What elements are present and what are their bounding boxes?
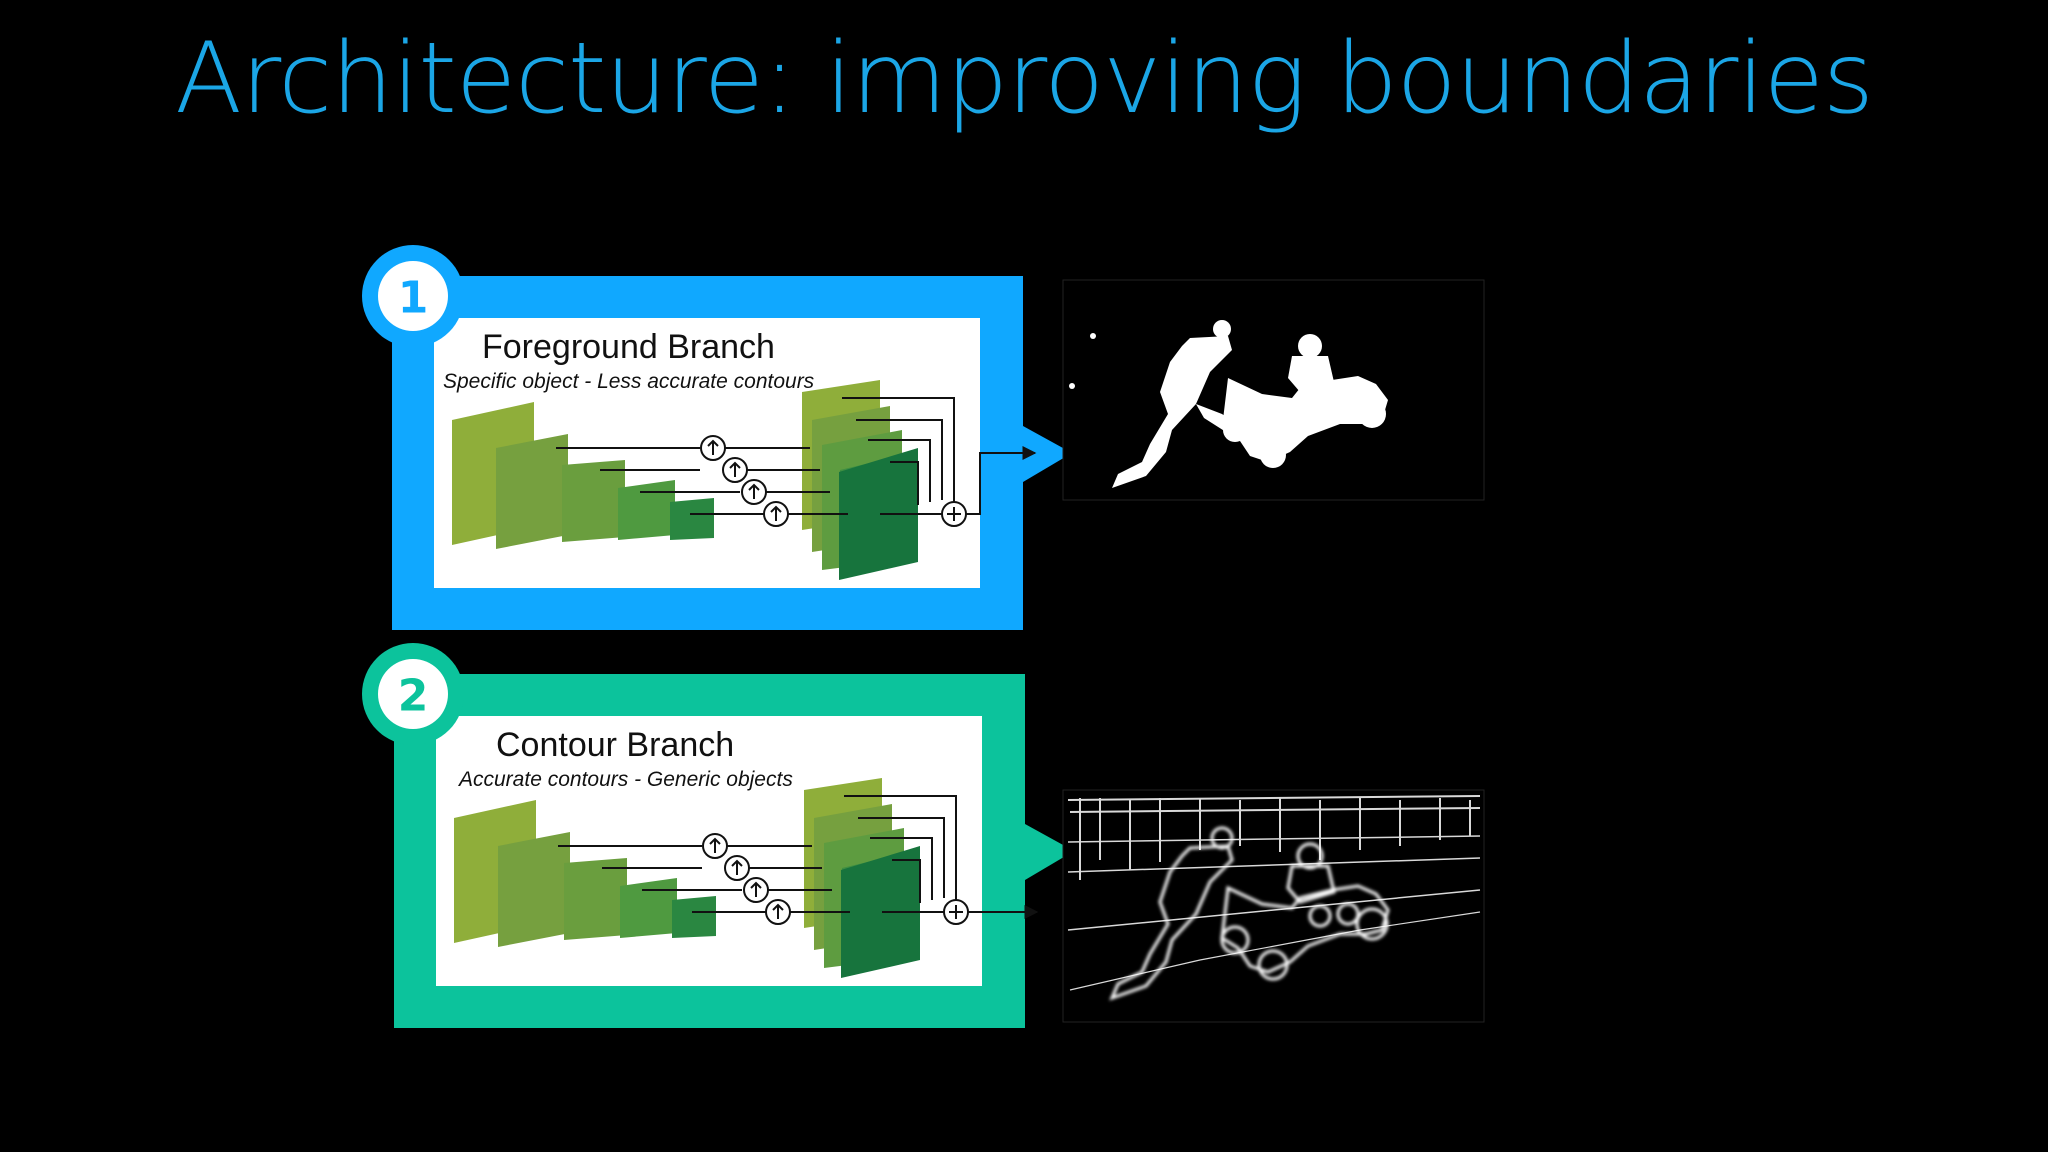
branch-subtitle: Specific object - Less accurate contours <box>443 370 815 393</box>
decoder-blocks <box>802 380 918 580</box>
branch-title: Contour Branch <box>496 726 734 764</box>
branch-number: 2 <box>398 671 429 722</box>
encoder-blocks <box>452 402 714 549</box>
fusion-node <box>941 501 967 527</box>
branch-subtitle: Accurate contours - Generic objects <box>457 768 793 791</box>
slide-title: Architecture: improving boundaries <box>175 22 1874 136</box>
branch-number-badge: 1 <box>362 245 464 347</box>
contour-map-image <box>1062 789 1485 1023</box>
encoder-blocks <box>454 800 716 947</box>
foreground-branch: 1 Foreground Branch Specific object - Le… <box>362 245 1485 630</box>
decoder-blocks <box>804 778 920 978</box>
branch-number-badge: 2 <box>362 643 464 745</box>
branch-number: 1 <box>398 273 429 324</box>
upsample-ops <box>702 833 791 925</box>
output-arrow <box>966 446 1037 515</box>
foreground-mask-image <box>1062 279 1485 501</box>
fusion-node <box>943 899 969 925</box>
contour-branch: 2 Contour Branch Accurate contours - Gen… <box>362 643 1074 1028</box>
branch-title: Foreground Branch <box>482 328 775 366</box>
skip-connections <box>556 397 955 515</box>
